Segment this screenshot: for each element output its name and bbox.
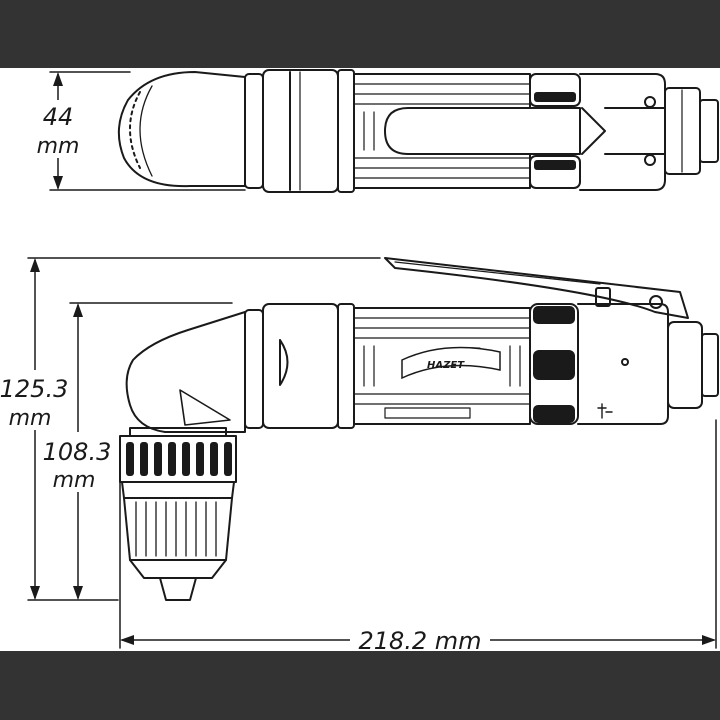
- brand-logo: HAZET: [401, 346, 501, 380]
- label-44: 44 mm: [36, 100, 82, 159]
- overall-height-value: 125.3: [0, 375, 68, 403]
- brand-logo-text: HAZET: [427, 360, 465, 371]
- chuck-height-value: 108.3: [43, 438, 112, 466]
- overall-height-unit: mm: [9, 406, 52, 431]
- top-frame-band: [0, 0, 720, 68]
- bottom-frame-band: [0, 651, 720, 720]
- label-108-3: 108.3 mm: [40, 432, 116, 493]
- dimension-arrowheads: [30, 72, 716, 645]
- chuck-height-unit: mm: [53, 468, 96, 493]
- side-view: [119, 257, 719, 601]
- top-height-value: 44: [43, 103, 74, 131]
- length-label: 218.2 mm: [358, 627, 481, 655]
- top-view: [117, 69, 719, 193]
- label-125-3: 125.3 mm: [0, 370, 70, 431]
- label-218-2: 218.2 mm: [350, 626, 490, 655]
- top-height-unit: mm: [37, 134, 80, 159]
